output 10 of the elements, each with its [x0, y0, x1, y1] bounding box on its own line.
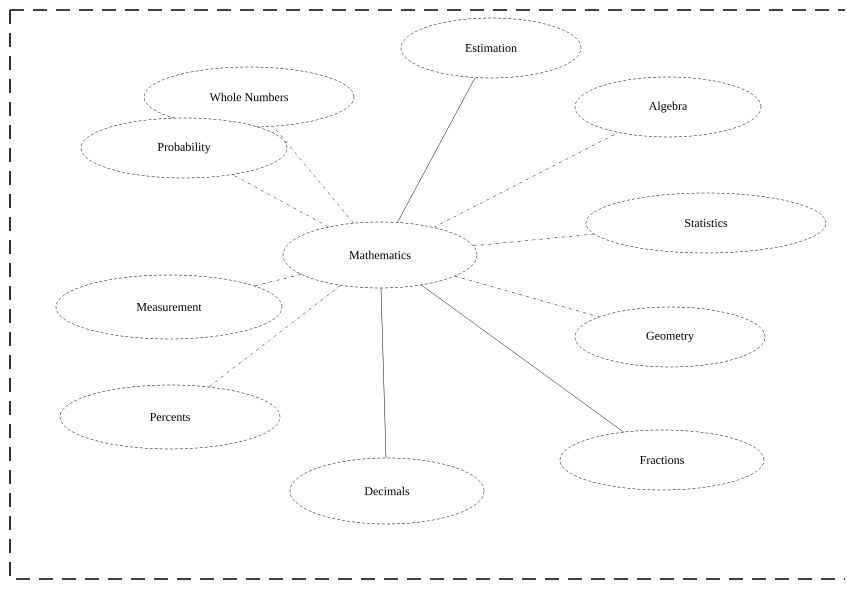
- connector-line: [273, 126, 354, 224]
- connector-line: [421, 284, 624, 432]
- connector-line: [434, 132, 618, 228]
- connector-line: [454, 276, 600, 318]
- connector-line: [232, 174, 329, 228]
- connector-line: [254, 274, 302, 286]
- connector-line: [397, 78, 476, 223]
- connector-line: [380, 288, 386, 458]
- connector-line: [473, 234, 594, 246]
- connector-line: [208, 285, 341, 388]
